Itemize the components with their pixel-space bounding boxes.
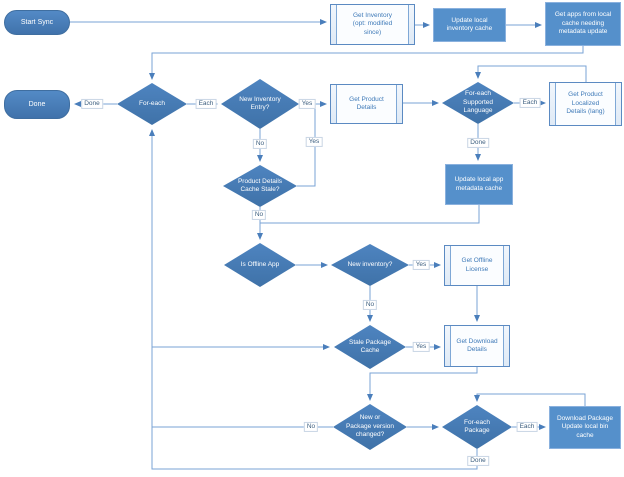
node-label: For-each Supported Language — [463, 90, 493, 115]
connector-getapps-to-foreach — [149, 46, 584, 80]
node-foreach-package: For-each Package — [442, 405, 512, 449]
connector-download-loopback — [474, 393, 586, 406]
node-label: Start Sync — [20, 18, 54, 26]
edge-label-lang-each: Each — [519, 97, 541, 109]
node-get-inventory: Get Inventory (opt: modified since) — [330, 4, 415, 45]
node-label: Update local inventory cache — [446, 16, 493, 32]
node-label: Update local app metadata cache — [454, 176, 504, 192]
node-get-product-localized-details: Get Product Localized Details (lang) — [549, 82, 622, 126]
node-label: Get Inventory (opt: modified since) — [352, 11, 393, 36]
node-label: Product Details Cache Stale? — [237, 177, 283, 193]
node-new-inventory: New inventory? — [331, 244, 409, 286]
edge-label-stalepkg-yes: Yes — [412, 341, 430, 353]
node-get-offline-license: Get Offline License — [444, 245, 510, 286]
connector-localized-loopback — [475, 65, 587, 82]
edge-label-foreach-each: Each — [195, 98, 217, 110]
node-label: Download Package Update local bin cache — [556, 414, 613, 439]
edge-label-entry-no: No — [252, 138, 268, 150]
node-get-product-details: Get Product Details — [330, 84, 403, 124]
node-get-download-details: Get Download Details — [444, 325, 510, 367]
node-new-inventory-entry: New Inventory Entry? — [221, 79, 299, 129]
node-label: New inventory? — [347, 260, 393, 268]
node-new-or-package-version-changed: New or Package version changed? — [333, 404, 407, 450]
node-label: Is Offline App — [240, 260, 280, 268]
node-label: For-each — [138, 99, 165, 107]
edge-label-foreach-done: Done — [81, 98, 103, 110]
edge-label-lang-done: Done — [467, 137, 489, 149]
node-label: Get apps from local cache needing metada… — [554, 11, 612, 36]
node-label: For-each Package — [463, 418, 490, 434]
edge-label-newor-no: No — [303, 421, 319, 433]
node-update-inventory-cache: Update local inventory cache — [433, 8, 506, 42]
edge-label-stale-no: No — [251, 209, 267, 221]
node-product-details-cache-stale: Product Details Cache Stale? — [223, 165, 297, 207]
connector-metadata-down-left — [260, 205, 480, 224]
edge-label-stale-yes: Yes — [305, 136, 323, 148]
edge-label-entry-yes: Yes — [298, 98, 316, 110]
node-foreach-supported-language: For-each Supported Language — [442, 82, 514, 124]
node-label: Get Offline License — [461, 257, 493, 273]
node-start-sync: Start Sync — [4, 10, 70, 35]
node-done: Done — [4, 90, 70, 119]
connector-downloaddetails-to-newor — [367, 367, 478, 401]
node-label: New or Package version changed? — [345, 414, 395, 439]
node-label: Get Product Localized Details (lang) — [566, 91, 605, 116]
node-label: New Inventory Entry? — [239, 95, 281, 111]
node-label: Done — [28, 100, 46, 108]
node-is-offline-app: Is Offline App — [224, 243, 296, 287]
connector-stale-yes-join — [297, 104, 316, 187]
node-foreach: For-each — [117, 83, 187, 125]
node-get-apps-needing-update: Get apps from local cache needing metada… — [545, 2, 621, 46]
node-download-package: Download Package Update local bin cache — [549, 406, 621, 449]
edge-label-newinv-yes: Yes — [412, 259, 430, 271]
edge-label-package-each: Each — [516, 421, 538, 433]
node-stale-package-cache: Stale Package Cache — [334, 325, 406, 369]
node-label: Stale Package Cache — [349, 338, 391, 354]
edge-label-package-done: Done — [467, 455, 489, 467]
node-update-app-metadata-cache: Update local app metadata cache — [445, 164, 513, 205]
node-label: Get Product Details — [349, 95, 384, 111]
edge-label-newinv-no: No — [362, 299, 378, 311]
node-label: Get Download Details — [456, 337, 498, 353]
